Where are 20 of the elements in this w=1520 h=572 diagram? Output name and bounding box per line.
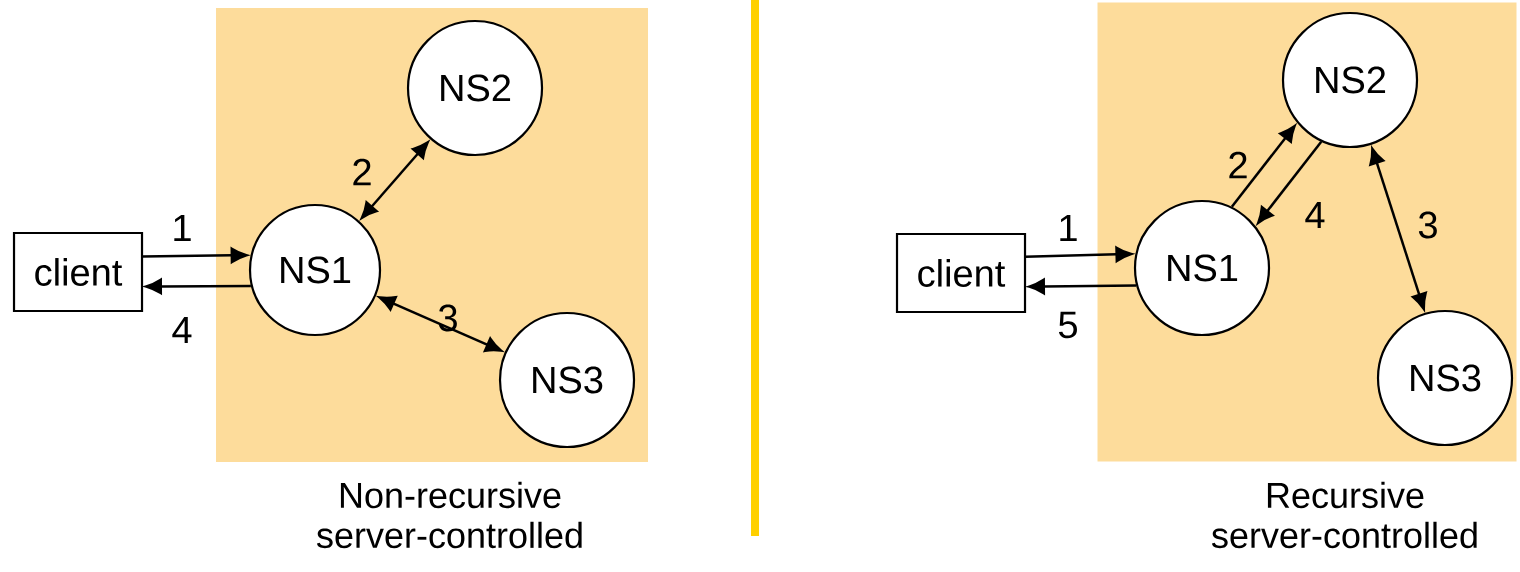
edge-label: 3 <box>438 304 457 332</box>
edge-label: 1 <box>174 214 191 242</box>
arrow <box>1369 147 1427 310</box>
arrow <box>360 141 429 219</box>
edge-label: 4 <box>1305 201 1325 229</box>
edge-label: 2 <box>1229 151 1247 179</box>
edge-label: 5 <box>1058 311 1077 339</box>
edge-label: 3 <box>1418 211 1437 239</box>
arrow <box>1257 140 1323 224</box>
caption: Non-recursive server-controlled <box>316 481 582 549</box>
client-box: client <box>895 232 1027 314</box>
arrow <box>1230 125 1296 208</box>
caption: Recursive server-controlled <box>1211 481 1477 549</box>
edge-label: 2 <box>353 158 371 186</box>
arrow <box>378 296 503 353</box>
edge-label: 1 <box>1060 214 1077 242</box>
edge-label: 4 <box>172 316 192 344</box>
arrow <box>1024 246 1133 263</box>
arrow <box>142 247 248 264</box>
client-box: client <box>12 231 144 313</box>
